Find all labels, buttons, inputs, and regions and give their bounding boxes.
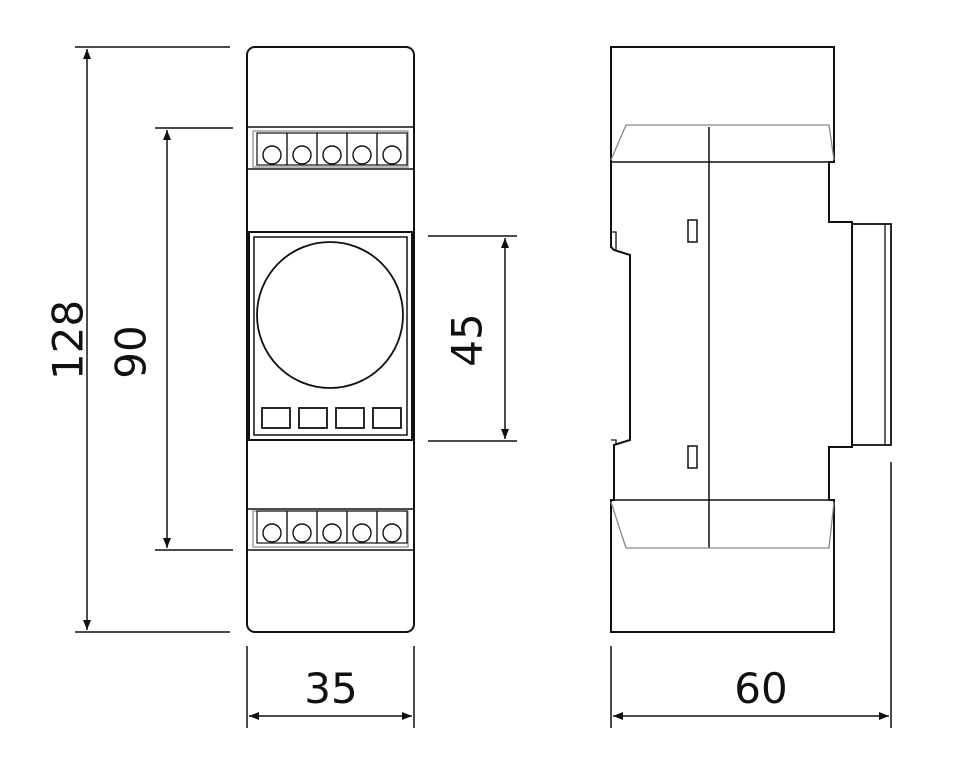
terminal-screw-icon (352, 523, 372, 543)
terminal-cell (376, 132, 408, 166)
terminal-screw-icon (292, 145, 312, 165)
terminal-cell (286, 132, 318, 166)
side-upper-terminal-cover (610, 124, 835, 161)
side-left-notch-upper (611, 231, 617, 250)
terminal-cell (346, 510, 378, 544)
side-view (610, 46, 892, 633)
lower-terminal-screws (256, 510, 408, 544)
front-button (335, 407, 365, 429)
terminal-screw-icon (262, 523, 282, 543)
dim-128-label: 128 (44, 300, 93, 380)
dim-60-label: 60 (734, 664, 787, 713)
side-latch-slot-upper (687, 219, 698, 243)
terminal-screw-icon (322, 145, 342, 165)
lower-terminal-block (252, 510, 409, 548)
terminal-screw-icon (292, 523, 312, 543)
side-lower-terminal-cover (610, 501, 835, 549)
dim-45-label: 45 (443, 313, 492, 366)
terminal-screw-icon (262, 145, 282, 165)
display-window-inner (253, 236, 408, 436)
dim-35-label: 35 (304, 664, 357, 713)
terminal-screw-icon (382, 145, 402, 165)
terminal-screw-icon (352, 145, 372, 165)
terminal-screw-icon (382, 523, 402, 543)
side-left-notch-lower (611, 439, 617, 445)
terminal-screw-icon (322, 523, 342, 543)
terminal-cell (316, 132, 348, 166)
terminal-cell (376, 510, 408, 544)
dim-90-label: 90 (107, 325, 156, 378)
terminal-cell (256, 510, 288, 544)
front-housing (246, 46, 415, 633)
front-buttons (261, 407, 402, 429)
dial-knob (256, 241, 404, 389)
dimension-lines (75, 46, 892, 728)
front-button (372, 407, 402, 429)
upper-terminal-screws (256, 132, 408, 166)
terminal-cell (346, 132, 378, 166)
din-rail-clip (851, 223, 892, 446)
display-window-outer (248, 231, 413, 441)
terminal-cell (256, 132, 288, 166)
front-button (298, 407, 328, 429)
upper-terminal-block (252, 130, 409, 168)
terminal-cell (316, 510, 348, 544)
front-button (261, 407, 291, 429)
side-housing-outline (610, 46, 853, 633)
side-latch-slot-lower (687, 445, 698, 469)
front-view (246, 46, 415, 633)
terminal-cell (286, 510, 318, 544)
